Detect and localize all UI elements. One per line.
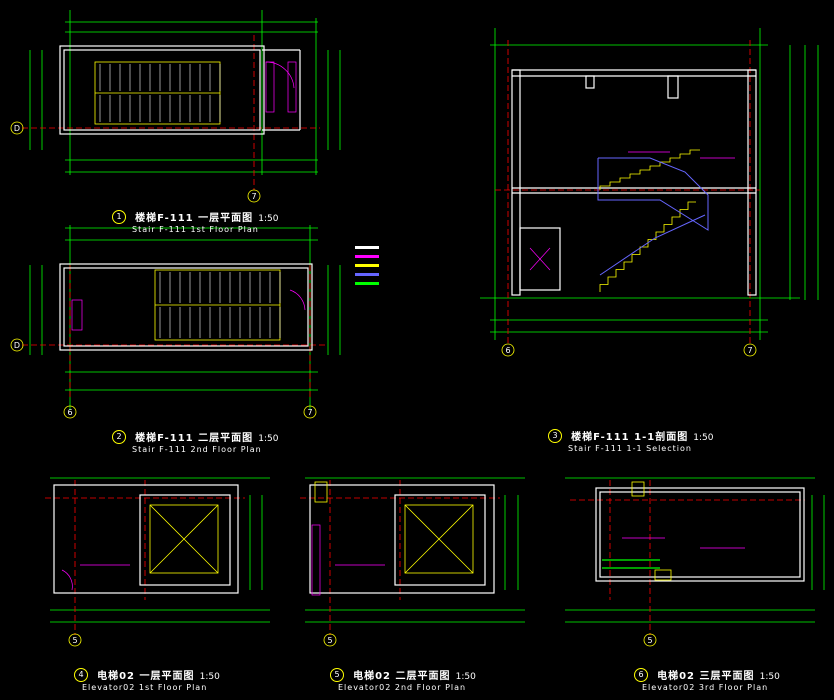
caption-title-cn-1: 楼梯F-111 一层平面图 [135,213,254,224]
caption-drawing-1: 1 楼梯F-111 一层平面图 1:50 Stair F-111 1st Flo… [112,206,278,234]
drawing-2-plan: D 6 7 [10,225,341,419]
d2-grid-bottom-right: 7 [307,408,312,417]
caption-number-5: 5 [330,667,344,682]
caption-scale-2: 1:50 [258,434,279,444]
caption-scale-3: 1:50 [693,433,714,443]
legend [355,243,465,288]
caption-title-cn-3: 楼梯F-111 1-1剖面图 [571,432,689,443]
caption-title-en-3: Stair F-111 1-1 Selection [568,444,692,453]
caption-drawing-2: 2 楼梯F-111 二层平面图 1:50 Stair F-111 2nd Flo… [112,426,278,454]
d2-grid-left: D [14,341,20,350]
caption-title-cn-5: 电梯02 二层平面图 [353,671,451,682]
d4-grid: 5 [72,636,77,645]
caption-title-en-6: Elevator02 3rd Floor Plan [642,683,769,692]
legend-swatch-dimension [355,282,379,285]
caption-title-cn-4: 电梯02 一层平面图 [97,671,195,682]
caption-drawing-4: 4 电梯02 一层平面图 1:50 Elevator02 1st Floor P… [74,664,220,692]
caption-scale-4: 1:50 [199,672,220,682]
legend-swatch-wall [355,246,379,249]
caption-number-1: 1 [112,209,126,224]
caption-number-4: 4 [74,667,88,682]
d1-grid-left: D [14,124,20,133]
drawing-1-plan: D 7 [10,10,341,203]
d3-grid-right: 7 [747,346,752,355]
drawing-6-plan: 5 [565,477,825,647]
caption-title-en-2: Stair F-111 2nd Floor Plan [132,445,262,454]
legend-swatch-stair [355,264,379,267]
caption-drawing-5: 5 电梯02 二层平面图 1:50 Elevator02 2nd Floor P… [330,664,476,692]
d6-grid: 5 [647,636,652,645]
drawing-3-section: 6 7 [480,28,819,357]
drawing-5-plan: 5 [300,477,525,647]
caption-title-en-4: Elevator02 1st Floor Plan [82,683,208,692]
caption-drawing-6: 6 电梯02 三层平面图 1:50 Elevator02 3rd Floor P… [634,664,780,692]
drawing-4-plan: 5 [45,477,270,647]
d3-grid-left: 6 [505,346,510,355]
caption-number-3: 3 [548,428,562,443]
caption-number-2: 2 [112,429,126,444]
d1-grid-bottom: 7 [251,192,256,201]
legend-swatch-door [355,255,379,258]
d5-grid: 5 [327,636,332,645]
legend-swatch-railing [355,273,379,276]
caption-title-cn-2: 楼梯F-111 二层平面图 [135,433,254,444]
caption-scale-6: 1:50 [759,672,780,682]
caption-number-6: 6 [634,667,648,682]
caption-title-cn-6: 电梯02 三层平面图 [657,671,755,682]
caption-title-en-1: Stair F-111 1st Floor Plan [132,225,259,234]
caption-scale-5: 1:50 [455,672,476,682]
caption-title-en-5: Elevator02 2nd Floor Plan [338,683,467,692]
caption-scale-1: 1:50 [258,214,279,224]
d2-grid-bottom-left: 6 [67,408,72,417]
caption-drawing-3: 3 楼梯F-111 1-1剖面图 1:50 Stair F-111 1-1 Se… [548,425,714,453]
